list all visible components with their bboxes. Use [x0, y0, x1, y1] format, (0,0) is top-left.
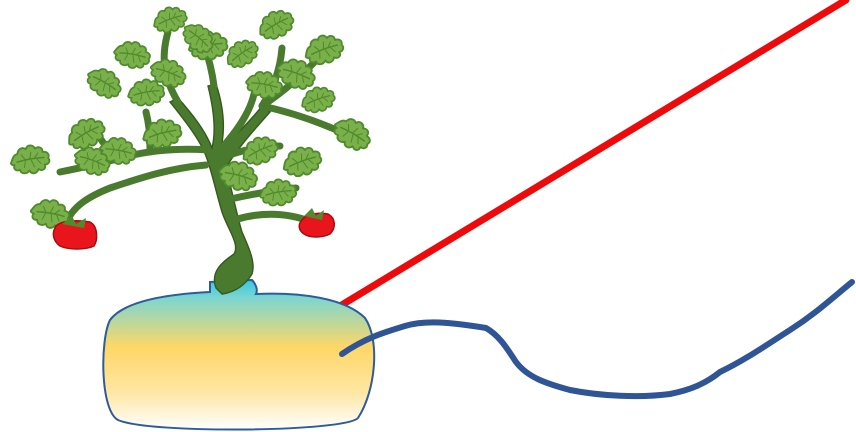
red-line: [340, 0, 846, 306]
tomato-right: [299, 208, 334, 237]
soil-pot: [103, 280, 374, 430]
blue-cable: [342, 282, 852, 396]
plant-stem: [170, 84, 270, 294]
tomato-plant: [8, 2, 375, 294]
